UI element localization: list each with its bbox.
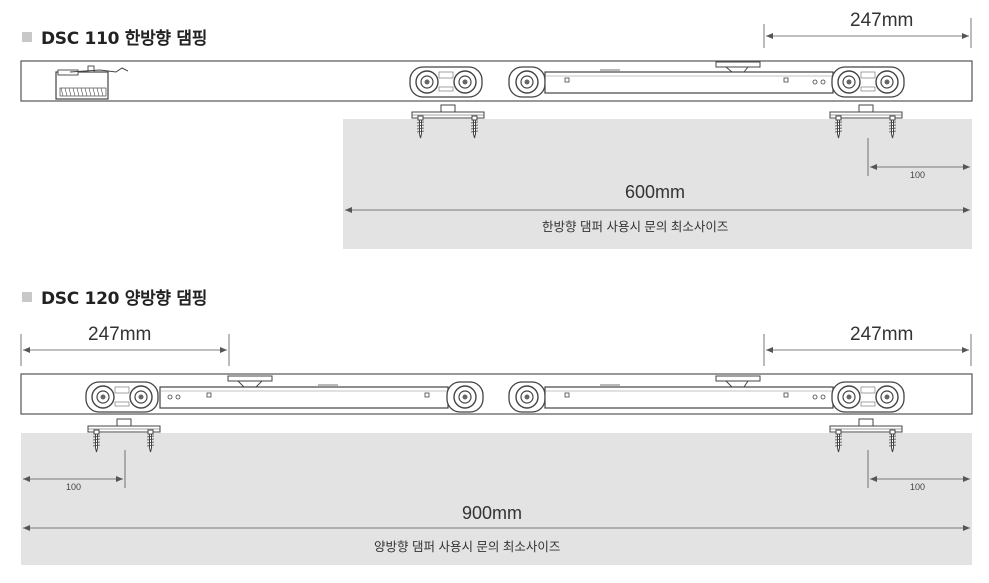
roller-wheel	[508, 381, 546, 413]
right-offset-dimension-line	[867, 450, 970, 488]
door-panel	[21, 433, 972, 565]
right-offset-dimension-label: 100	[910, 482, 926, 492]
offset-dimension-line	[867, 138, 970, 176]
top-dimension-line	[763, 18, 972, 48]
damper-body	[544, 61, 834, 94]
damper-body	[544, 375, 834, 409]
left-offset-dimension-label: 100	[66, 482, 82, 492]
roller-wheel	[508, 66, 546, 98]
roller-wheel	[409, 66, 483, 98]
section-1-title: DSC 110 한방향 댐핑	[22, 24, 207, 49]
caption: 양방향 댐퍼 사용시 문의 최소사이즈	[374, 540, 561, 554]
section-2-title: DSC 120 양방향 댐핑	[22, 284, 207, 309]
door-panel	[343, 119, 972, 249]
square-bullet-icon	[22, 291, 32, 302]
caption: 한방향 댐퍼 사용시 문의 최소사이즈	[542, 220, 729, 234]
roller-wheel	[446, 381, 484, 413]
width-dimension-label: 600mm	[625, 182, 686, 202]
right-dimension-line	[763, 334, 972, 366]
right-dimension-label: 247mm	[850, 324, 914, 345]
left-dimension-label: 247mm	[88, 324, 152, 345]
left-dimension-line	[20, 334, 230, 366]
square-bullet-icon	[22, 31, 32, 42]
width-dimension-label: 900mm	[462, 503, 523, 523]
roller-wheel	[85, 381, 159, 413]
stopper	[55, 65, 129, 100]
left-offset-dimension-line	[23, 450, 126, 488]
top-dimension-label: 247mm	[850, 10, 914, 31]
roller-wheel	[831, 66, 905, 98]
roller-wheel	[831, 381, 905, 413]
offset-dimension-label: 100	[910, 170, 926, 180]
